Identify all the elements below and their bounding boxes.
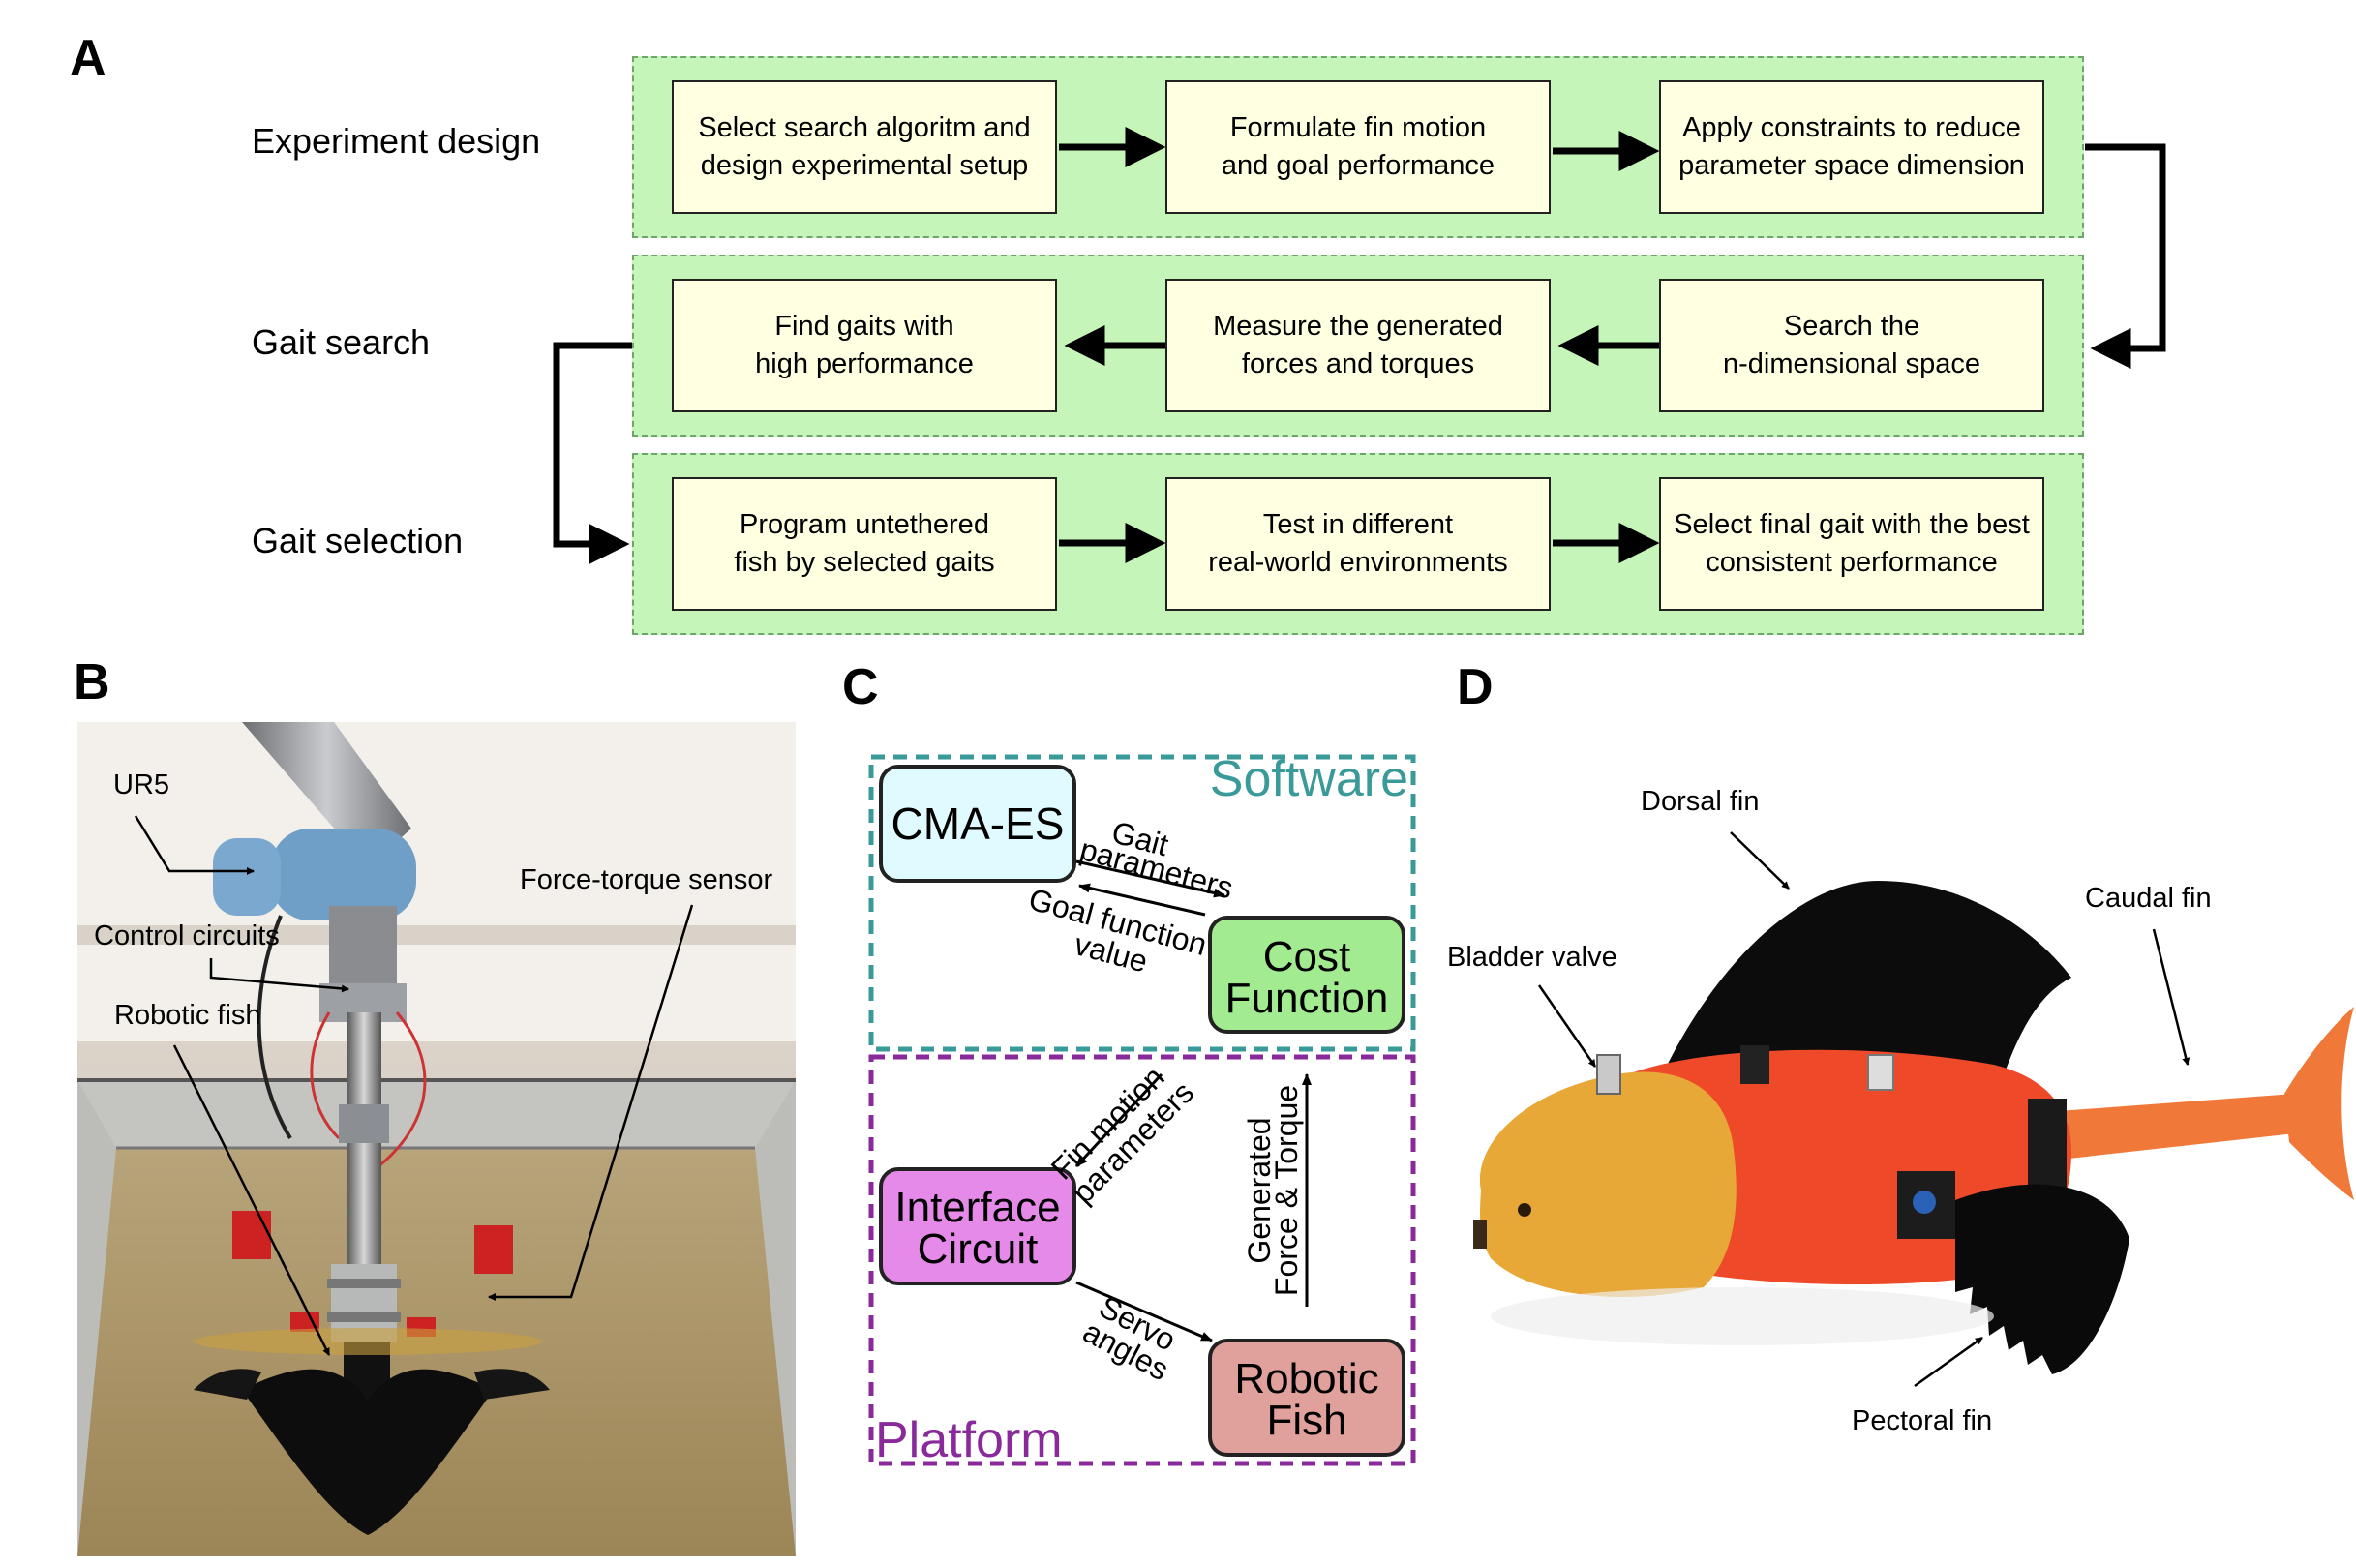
label-control-circuits: Control circuits <box>94 920 280 951</box>
arrow-row1-to-row2 <box>2085 143 2166 369</box>
label-robotic-fish: Robotic fish <box>114 1000 261 1031</box>
step-find-gaits: Find gaits with high performance <box>672 279 1057 412</box>
step-measure-forces: Measure the generated forces and torques <box>1165 279 1551 412</box>
label-ur5: UR5 <box>113 769 170 800</box>
step-select-search-algorithm: Select search algoritm and design experi… <box>672 80 1057 214</box>
step-program-fish: Program untethered fish by selected gait… <box>672 477 1057 611</box>
pectoral-fin <box>1955 1184 2129 1374</box>
row-label-gait-search: Gait search <box>252 322 431 362</box>
caudal-fin <box>2284 1007 2354 1200</box>
panel-label-c: C <box>842 659 879 715</box>
caudal-fin-stem <box>2033 1094 2304 1161</box>
platform-label: Platform <box>875 1412 1063 1468</box>
panel-label-a: A <box>70 30 106 86</box>
edge-fin-motion <box>1074 1072 1163 1168</box>
edge-gait-parameters <box>1075 859 1225 898</box>
cost-label-2: Function <box>1225 975 1389 1022</box>
fish-label-1: Robotic <box>1234 1355 1378 1402</box>
label-pectoral-fin: Pectoral fin <box>1852 1405 1993 1436</box>
workflow-arrows <box>553 127 2166 564</box>
interface-circuit-node <box>879 1167 1076 1285</box>
force-label-1: Generated <box>1242 1117 1277 1263</box>
software-group <box>868 754 1416 1052</box>
label-dorsal-fin: Dorsal fin <box>1641 786 1760 817</box>
fish-label-2: Fish <box>1266 1397 1346 1444</box>
label-force-torque-sensor: Force-torque sensor <box>520 864 773 895</box>
fish-photo-illustration <box>1473 881 2354 1374</box>
step-search-space: Search the n-dimensional space <box>1659 279 2044 412</box>
panel-label-d: D <box>1457 659 1494 715</box>
cost-function-node <box>1208 916 1405 1034</box>
force-label-2: Force & Torque <box>1269 1085 1304 1296</box>
interface-label-2: Circuit <box>918 1225 1039 1273</box>
row-label-experiment-design: Experiment design <box>252 121 541 161</box>
bladder-valve <box>1596 1054 1621 1095</box>
label-caudal-fin: Caudal fin <box>2085 883 2212 914</box>
edge-goal-function <box>1078 883 1206 917</box>
robotic-fish-node <box>1208 1339 1405 1457</box>
step-select-final-gait: Select final gait with the best consiste… <box>1659 477 2044 611</box>
cmaes-node <box>879 765 1076 883</box>
arrow-row2-to-row3 <box>553 342 632 564</box>
step-test-environments: Test in different real-world environment… <box>1165 477 1551 611</box>
step-formulate-fin-motion: Formulate fin motion and goal performanc… <box>1165 80 1551 214</box>
fish-callouts <box>1537 831 2190 1388</box>
edge-servo-angles <box>1075 1281 1213 1342</box>
setup-callouts <box>134 815 694 1356</box>
row-label-gait-selection: Gait selection <box>252 521 464 560</box>
panel-label-b: B <box>74 654 110 710</box>
setup-photo-illustration <box>77 722 796 1556</box>
label-bladder-valve: Bladder valve <box>1447 942 1617 973</box>
architecture-diagram: Software Platform CMA-ES Cost Function I… <box>868 751 1416 1468</box>
step-apply-constraints: Apply constraints to reduce parameter sp… <box>1659 80 2044 214</box>
platform-group <box>868 1054 1416 1466</box>
software-label: Software <box>1210 751 1408 807</box>
interface-label-1: Interface <box>894 1184 1060 1231</box>
cost-label-1: Cost <box>1263 933 1350 980</box>
fish-head <box>1479 1071 1737 1297</box>
cmaes-label: CMA-ES <box>891 799 1065 849</box>
setup-photo <box>77 722 796 1556</box>
